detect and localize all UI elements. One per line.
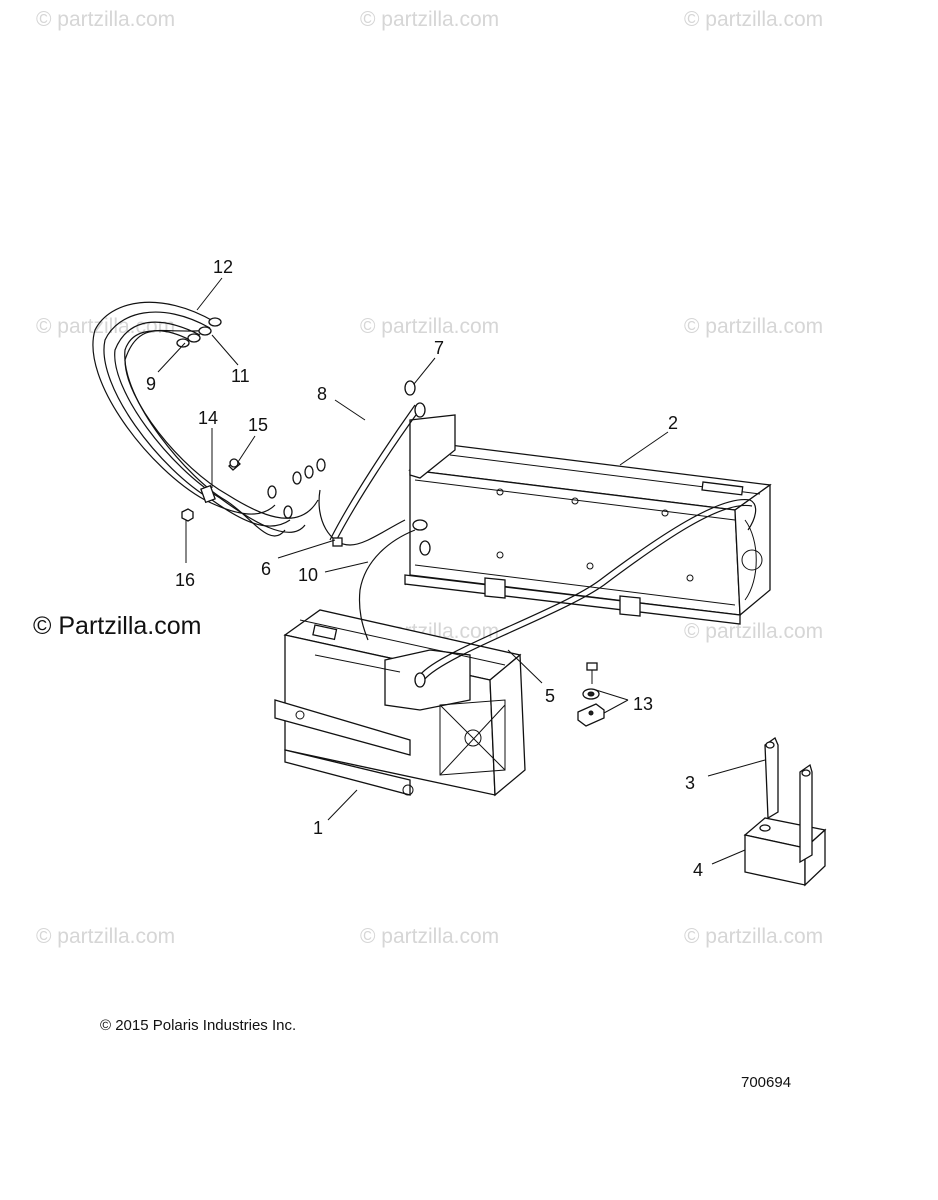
- drawing-number: 700694: [741, 1074, 792, 1091]
- watermark-tile: © partzilla.com: [684, 315, 824, 338]
- watermark-tile: © partzilla.com: [684, 8, 824, 31]
- callout-13: 13: [633, 694, 654, 714]
- callout-2: 2: [668, 413, 679, 433]
- watermark-tile: © partzilla.com: [36, 8, 176, 31]
- callout-14: 14: [198, 408, 219, 428]
- hardware-kit-13[interactable]: [577, 662, 605, 727]
- nut-16[interactable]: [181, 508, 194, 522]
- watermark-tile: © partzilla.com: [360, 925, 500, 948]
- screw-15[interactable]: [228, 458, 241, 471]
- callout-3: 3: [685, 773, 696, 793]
- callout-5: 5: [545, 686, 556, 706]
- callout-11: 11: [231, 366, 250, 386]
- callout-9: 9: [146, 374, 157, 394]
- battery-pack-short[interactable]: [274, 609, 526, 797]
- callout-4: 4: [693, 860, 704, 880]
- callout-7: 7: [434, 338, 445, 358]
- leader-lines: [157, 277, 766, 865]
- partzilla-watermark: © Partzilla.com: [33, 612, 202, 640]
- cable-harness[interactable]: [92, 301, 757, 688]
- callout-16: 16: [175, 570, 196, 590]
- copyright-notice: © 2015 Polaris Industries Inc.: [100, 1017, 297, 1034]
- callout-1: 1: [313, 818, 324, 838]
- callout-8: 8: [317, 384, 328, 404]
- hold-down-strap[interactable]: [764, 737, 813, 864]
- watermark-tile: © partzilla.com: [36, 315, 176, 338]
- watermark-tile: © partzilla.com: [36, 925, 176, 948]
- auxiliary-battery[interactable]: [743, 817, 827, 887]
- battery-pack-long[interactable]: [404, 414, 772, 625]
- watermark-tile: © partzilla.com: [360, 315, 500, 338]
- callout-6: 6: [261, 559, 272, 579]
- callout-10: 10: [298, 565, 319, 585]
- watermark-tile: © partzilla.com: [684, 925, 824, 948]
- watermark-tile: © partzilla.com: [360, 8, 500, 31]
- callout-15: 15: [248, 415, 269, 435]
- watermark-tile: © partzilla.com: [684, 620, 824, 643]
- callout-12: 12: [213, 257, 234, 277]
